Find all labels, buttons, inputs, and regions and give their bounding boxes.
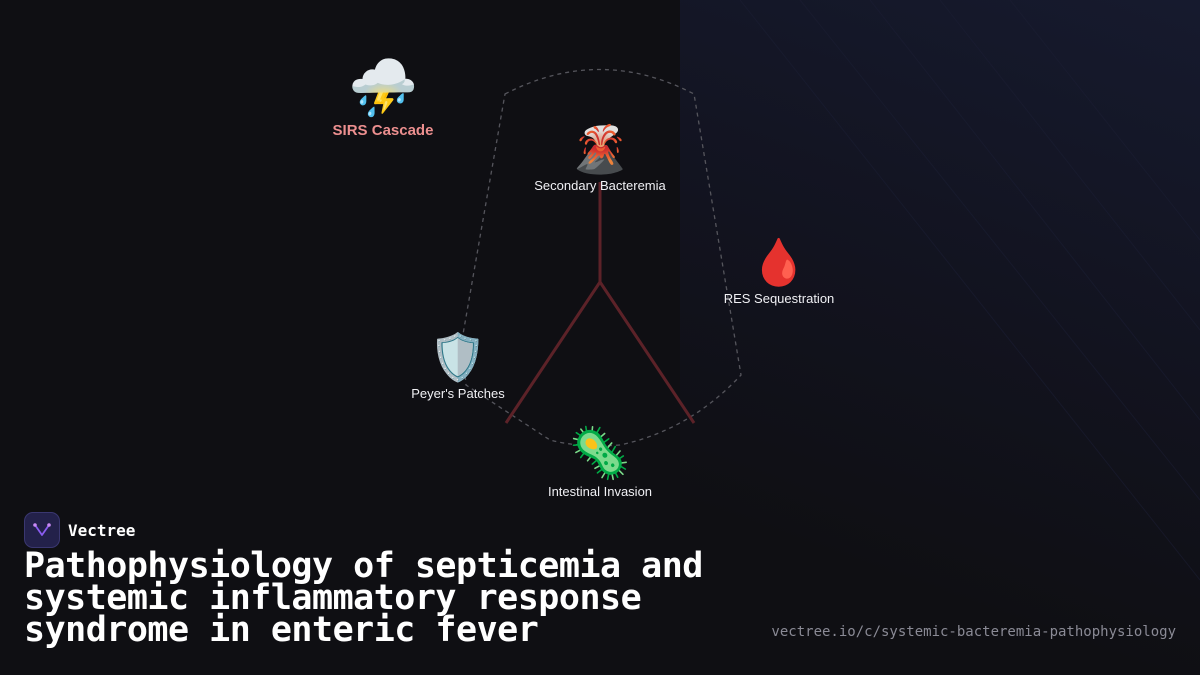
edges [504, 182, 696, 424]
node-label: SIRS Cascade [332, 122, 434, 139]
blood-drop-icon: 🩸 [750, 236, 808, 288]
node-label: Secondary Bacteremia [534, 178, 666, 193]
node-intestinal-invasion[interactable]: 🦠 Intestinal Invasion [548, 428, 652, 499]
edge-junction-to-right [598, 281, 696, 424]
thunderstorm-icon: ⛈️ [348, 56, 418, 119]
source-url[interactable]: vectree.io/c/systemic-bacteremia-pathoph… [771, 624, 1176, 640]
brand-name: Vectree [68, 520, 136, 540]
node-res-sequestration[interactable]: 🩸 RES Sequestration [724, 239, 835, 306]
dashed-outline [461, 68, 742, 447]
node-sirs-cascade[interactable]: ⛈️ SIRS Cascade [332, 56, 434, 140]
microbe-icon: 🦠 [568, 425, 632, 481]
node-label: RES Sequestration [723, 291, 835, 306]
volcano-icon: 🌋 [571, 123, 629, 175]
node-label: Peyer's Patches [411, 386, 505, 401]
node-peyers-patches[interactable]: 🛡️ Peyer's Patches [411, 334, 505, 401]
shield-icon: 🛡️ [429, 331, 487, 383]
page-title: Pathophysiology of septicemia and system… [24, 546, 703, 650]
brand[interactable]: Vectree [24, 512, 135, 548]
node-label: Intestinal Invasion [547, 484, 653, 499]
background-rays [739, 0, 1200, 581]
edge-junction-to-left [504, 281, 602, 424]
vectree-logo-icon [24, 512, 60, 548]
background-glow [680, 0, 1200, 675]
node-secondary-bacteremia[interactable]: 🌋 Secondary Bacteremia [534, 126, 666, 193]
